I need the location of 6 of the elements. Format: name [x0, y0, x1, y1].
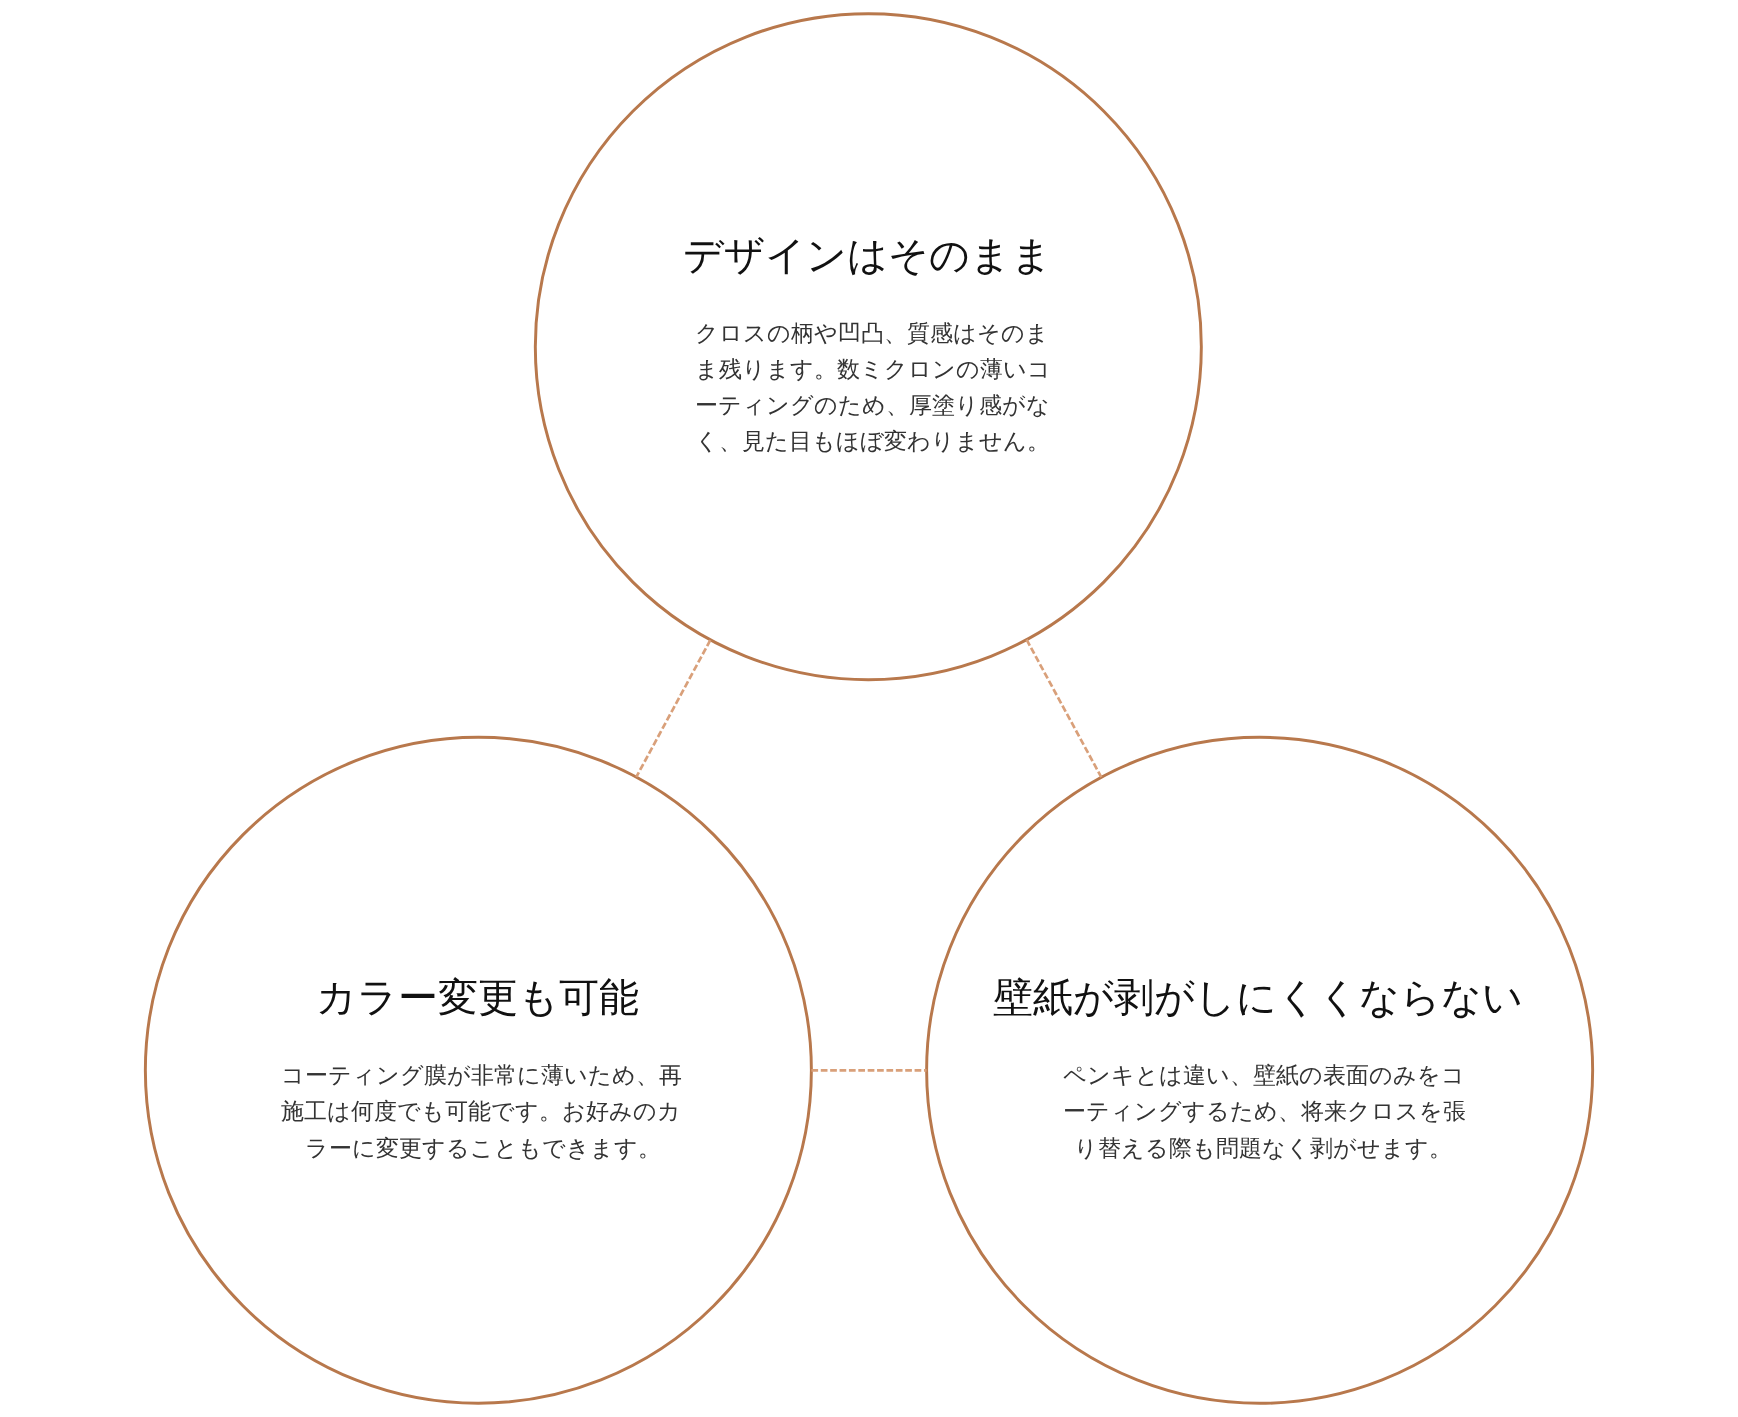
connector	[1025, 639, 1103, 778]
node-circle: カラー変更も可能 コーティング膜が非常に薄いため、再施工は何度でも可能です。お好みのカラーに変更することもできます。	[143, 735, 813, 1405]
node-circle: 壁紙が剥がしにくくならない ペンキとは違い、壁紙の表面のみをコーティングするため、将来クロスを張り替える際も問題なく剥がせます。	[925, 735, 1595, 1405]
connector	[635, 639, 712, 778]
connector	[811, 1069, 927, 1072]
node-circle: デザインはそのまま クロスの柄や凹凸、質感はそのまま残ります。数ミクロンの薄いコーティングのため、厚塗り感がなく、見た目もほぼ変わりません。	[533, 12, 1203, 682]
